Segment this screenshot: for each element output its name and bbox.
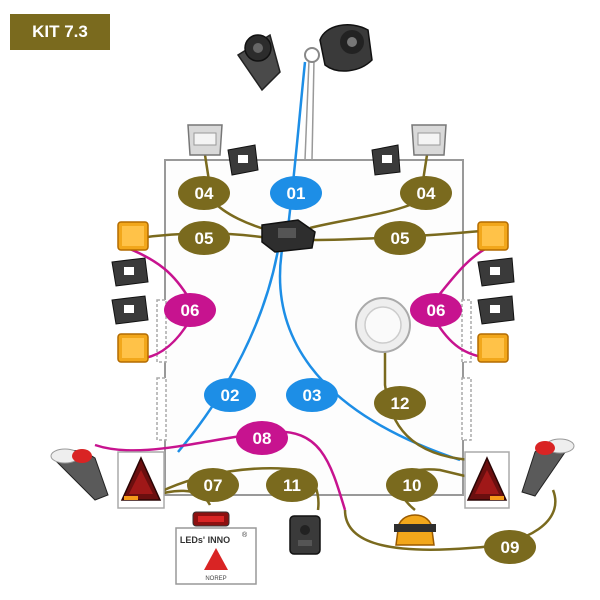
badge-09-label: 09 bbox=[501, 538, 520, 557]
side-marker-amber-left-top bbox=[117, 221, 149, 251]
badge-04-right bbox=[400, 176, 452, 210]
rear-lamp-right bbox=[464, 451, 510, 509]
badge-04-right-label: 04 bbox=[417, 184, 436, 203]
badge-05-left-label: 05 bbox=[195, 229, 214, 248]
plate-light bbox=[192, 511, 230, 527]
side-marker-amber-right-bottom bbox=[477, 333, 509, 363]
badge-11-label: 11 bbox=[283, 476, 301, 495]
plate-brand: LEDs' INNO bbox=[180, 535, 230, 545]
badge-04-left-label: 04 bbox=[195, 184, 214, 203]
mounting-bracket bbox=[371, 144, 401, 176]
mounting-bracket bbox=[111, 257, 149, 287]
badge-09 bbox=[484, 530, 536, 564]
badge-11 bbox=[266, 468, 318, 502]
badge-06-right bbox=[410, 293, 462, 327]
badge-06-left-label: 06 bbox=[181, 301, 200, 320]
badge-06-left bbox=[164, 293, 216, 327]
badge-12-label: 12 bbox=[391, 394, 410, 413]
badge-02-label: 02 bbox=[221, 386, 240, 405]
badge-10-label: 10 bbox=[403, 476, 422, 495]
badge-12 bbox=[374, 386, 426, 420]
badge-10 bbox=[386, 468, 438, 502]
interior-dome-light bbox=[355, 297, 411, 353]
badge-06-right-label: 06 bbox=[427, 301, 446, 320]
badge-08-label: 08 bbox=[253, 429, 272, 448]
plate-sub: NOREP bbox=[205, 576, 226, 582]
kit-title: KIT 7.3 bbox=[10, 14, 110, 50]
mounting-bracket bbox=[477, 295, 515, 325]
socket-13pin bbox=[319, 24, 373, 72]
side-marker-amber-left-bottom bbox=[117, 333, 149, 363]
mounting-bracket bbox=[477, 257, 515, 287]
badge-04-left bbox=[178, 176, 230, 210]
side-marker-amber-right-top bbox=[477, 221, 509, 251]
mounting-bracket bbox=[111, 295, 149, 325]
trailer-frame bbox=[156, 47, 472, 496]
badge-01 bbox=[270, 176, 322, 210]
plate-registered: ® bbox=[242, 531, 248, 539]
badge-01-label: 01 bbox=[287, 184, 306, 203]
badge-08 bbox=[236, 421, 288, 455]
badge-03 bbox=[286, 378, 338, 412]
beacon-light bbox=[394, 514, 436, 546]
connector-7pin bbox=[236, 33, 281, 92]
badge-03-label: 03 bbox=[303, 386, 322, 405]
badge-05-left bbox=[178, 221, 230, 255]
badge-05-right-label: 05 bbox=[391, 229, 410, 248]
badge-07-label: 07 bbox=[204, 476, 223, 495]
outline-marker-left bbox=[50, 448, 109, 501]
badge-07 bbox=[187, 468, 239, 502]
mounting-bracket bbox=[227, 144, 259, 176]
work-light-right bbox=[411, 124, 447, 156]
badge-05-right bbox=[374, 221, 426, 255]
outline-marker-right bbox=[521, 438, 575, 497]
badge-02 bbox=[204, 378, 256, 412]
rear-lamp-left bbox=[117, 451, 165, 509]
junction-box bbox=[261, 219, 316, 253]
plate-panel bbox=[175, 527, 257, 585]
electric-plug bbox=[289, 515, 321, 555]
work-light-left bbox=[187, 124, 223, 156]
